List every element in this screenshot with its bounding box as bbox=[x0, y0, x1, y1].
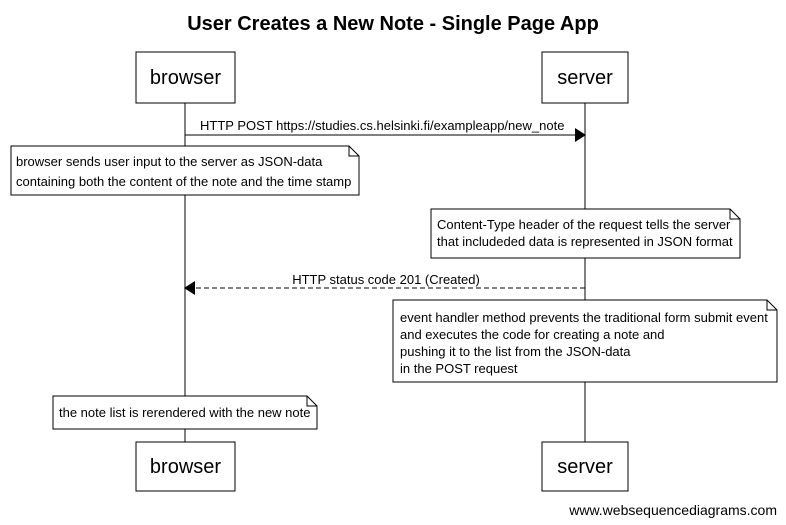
note-line: the note list is rerendered with the new… bbox=[59, 405, 310, 420]
note-line: Content-Type header of the request tells… bbox=[437, 217, 731, 232]
note-line: and executes the code for creating a not… bbox=[400, 327, 665, 342]
arrowhead-solid bbox=[184, 281, 195, 295]
actor-browser-top: browser bbox=[135, 51, 236, 104]
note-line: pushing it to the list from the JSON-dat… bbox=[400, 344, 631, 359]
footer-watermark: www.websequencediagrams.com bbox=[568, 502, 777, 518]
note-content-type: Content-Type header of the request tells… bbox=[430, 208, 741, 259]
diagram-title: User Creates a New Note - Single Page Ap… bbox=[187, 13, 599, 35]
actor-server-bottom-label: server bbox=[557, 456, 613, 478]
message-http-post: HTTP POST https://studies.cs.helsinki.fi… bbox=[185, 118, 586, 142]
note-json-data: browser sends user input to the server a… bbox=[10, 145, 360, 196]
actor-browser-top-label: browser bbox=[150, 67, 221, 89]
actor-server-bottom: server bbox=[541, 441, 629, 492]
message-status-201: HTTP status code 201 (Created) bbox=[184, 272, 585, 295]
note-line: containing both the content of the note … bbox=[16, 174, 351, 189]
message-status-201-label: HTTP status code 201 (Created) bbox=[292, 272, 480, 287]
message-http-post-label: HTTP POST https://studies.cs.helsinki.fi… bbox=[200, 118, 564, 133]
actor-browser-bottom: browser bbox=[135, 441, 236, 492]
note-line: event handler method prevents the tradit… bbox=[400, 310, 768, 325]
note-rerender: the note list is rerendered with the new… bbox=[52, 395, 318, 430]
note-line: in the POST request bbox=[400, 361, 518, 376]
note-line: browser sends user input to the server a… bbox=[16, 154, 323, 169]
actor-browser-bottom-label: browser bbox=[150, 456, 221, 478]
arrowhead-solid bbox=[575, 128, 586, 142]
actor-server-top: server bbox=[541, 51, 629, 104]
note-line: that includeded data is represented in J… bbox=[437, 234, 733, 249]
note-event-handler: event handler method prevents the tradit… bbox=[392, 299, 778, 383]
actor-server-top-label: server bbox=[557, 67, 613, 89]
